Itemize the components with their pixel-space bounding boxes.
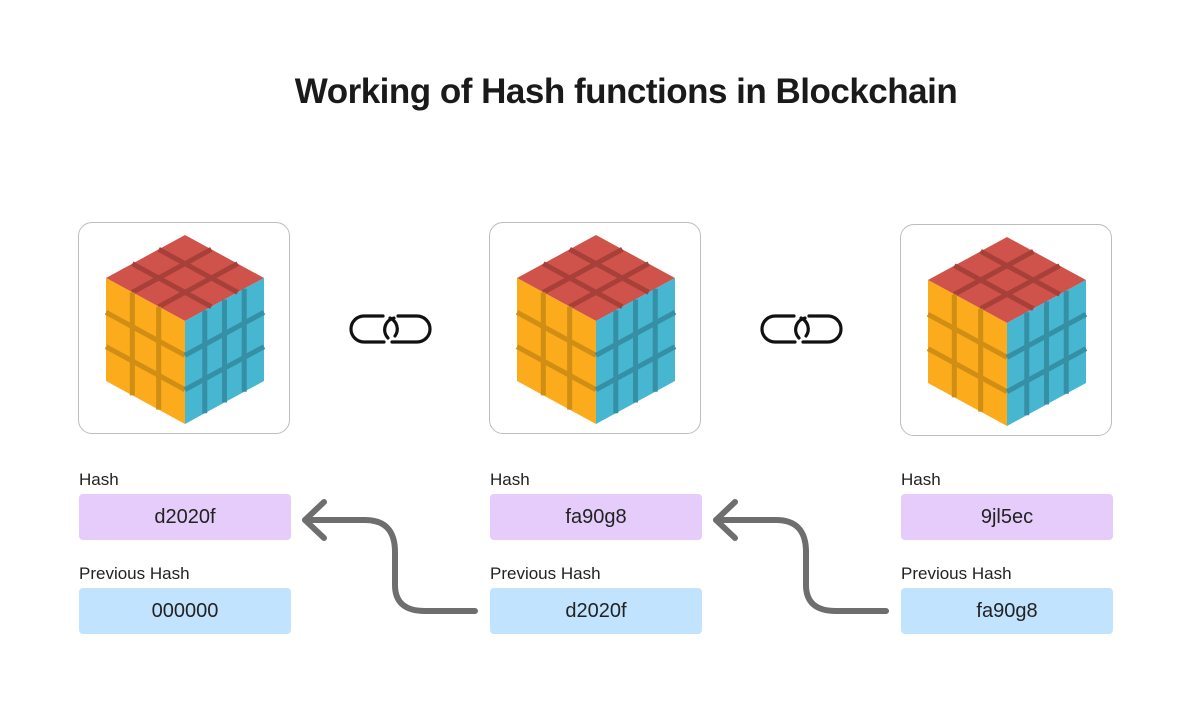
block-3-previous-hash-label: Previous Hash: [901, 564, 1012, 583]
block-2-previous-hash-label: Previous Hash: [490, 564, 601, 583]
block-3-previous-hash-value: fa90g8: [901, 588, 1113, 634]
block-1-hash-label: Hash: [79, 470, 119, 489]
block-3-card: [900, 224, 1112, 436]
block-2-card: [489, 222, 701, 434]
chain-link-icon: [760, 314, 843, 344]
block-1-previous-hash-label: Previous Hash: [79, 564, 190, 583]
block-3-hash-label: Hash: [901, 470, 941, 489]
arrow-previous-to-hash-1: [302, 499, 478, 614]
chain-link-icon: [349, 314, 432, 344]
arrow-previous-to-hash-2: [713, 499, 889, 614]
cube-icon: [515, 235, 677, 424]
block-3-hash-value: 9jl5ec: [901, 494, 1113, 540]
cube-icon: [926, 237, 1088, 426]
block-1-previous-hash-value: 000000: [79, 588, 291, 634]
block-1-hash-value: d2020f: [79, 494, 291, 540]
cube-icon: [104, 235, 266, 424]
block-2-hash-value: fa90g8: [490, 494, 702, 540]
block-2-hash-label: Hash: [490, 470, 530, 489]
block-1-card: [78, 222, 290, 434]
diagram-title: Working of Hash functions in Blockchain: [294, 72, 958, 111]
block-2-previous-hash-value: d2020f: [490, 588, 702, 634]
